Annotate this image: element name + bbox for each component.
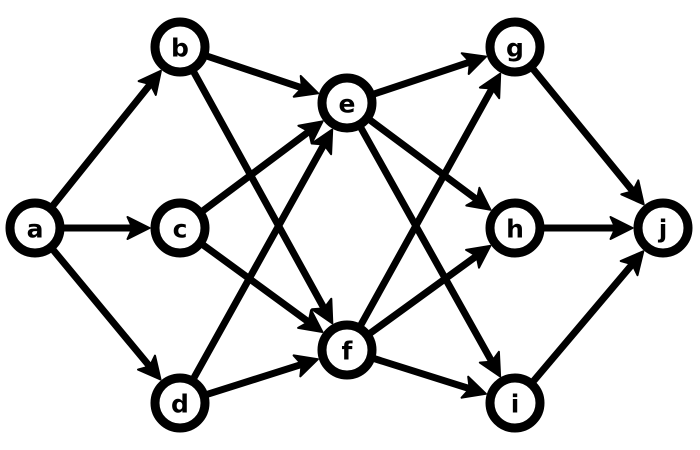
edge-e-g (371, 52, 488, 98)
edge-e-i (357, 125, 502, 378)
node-h: h (485, 198, 545, 258)
arrowhead-icon (619, 250, 645, 277)
arrowhead-icon (310, 128, 334, 156)
node-circle (485, 198, 545, 258)
node-label: j (658, 215, 668, 244)
edge-line (357, 125, 495, 365)
edge-line (367, 117, 480, 203)
node-label: c (173, 215, 188, 244)
edge-c-e (200, 120, 324, 214)
node-circle (150, 373, 210, 433)
edge-line (49, 81, 154, 209)
edge-a-b (49, 69, 162, 209)
edge-line (204, 52, 305, 92)
edge-f-g (357, 72, 502, 328)
node-circle (633, 198, 693, 258)
edge-line (200, 128, 312, 214)
edge-g-j (530, 66, 645, 206)
arrowhead-icon (460, 375, 487, 399)
edge-line (190, 141, 327, 381)
node-j: j (633, 198, 693, 258)
edge-b-e (204, 52, 320, 98)
edge-line (50, 247, 153, 370)
node-g: g (485, 17, 545, 77)
edge-line (357, 85, 495, 328)
edge-i-j (530, 250, 645, 384)
node-circle (485, 17, 545, 77)
nodes-layer: a b c d e f g h i j (5, 17, 693, 433)
node-circle (5, 198, 65, 258)
node-circle (150, 198, 210, 258)
edge-line (371, 58, 473, 98)
node-label: b (171, 34, 189, 63)
arrowhead-icon (609, 216, 634, 240)
node-b: b (150, 17, 210, 77)
node-d: d (150, 373, 210, 433)
edge-a-d (50, 247, 162, 381)
arrowhead-icon (465, 186, 492, 211)
node-circle (317, 320, 377, 380)
edge-line (530, 261, 636, 384)
edge-b-f (190, 69, 334, 325)
edge-d-e (190, 128, 334, 381)
arrowhead-icon (478, 72, 502, 100)
arrowhead-icon (465, 244, 492, 269)
node-a: a (5, 198, 65, 258)
node-e: e (317, 73, 377, 133)
edge-f-i (371, 355, 487, 399)
edge-line (371, 355, 473, 392)
node-label: i (511, 390, 520, 419)
arrowhead-icon (137, 69, 162, 96)
arrowhead-icon (297, 120, 324, 145)
node-label: d (171, 390, 189, 419)
node-circle (317, 73, 377, 133)
edge-a-c (61, 216, 151, 240)
node-f: f (317, 320, 377, 380)
edge-line (204, 361, 305, 398)
edge-e-h (367, 117, 492, 211)
edge-h-j (541, 216, 634, 240)
edge-line (530, 66, 636, 194)
node-label: e (339, 90, 356, 119)
edges-layer (49, 52, 645, 399)
node-label: g (506, 34, 524, 63)
arrowhead-icon (460, 52, 488, 75)
node-label: h (506, 215, 524, 244)
arrowhead-icon (311, 297, 334, 325)
arrowhead-icon (292, 74, 320, 98)
node-circle (150, 17, 210, 77)
arrowhead-icon (137, 354, 162, 381)
arrowhead-icon (478, 350, 502, 378)
edge-d-f (204, 354, 319, 398)
edge-line (190, 69, 328, 311)
arrowhead-icon (620, 179, 645, 206)
node-circle (485, 373, 545, 433)
node-i: i (485, 373, 545, 433)
edge-line (200, 241, 312, 325)
edge-line (367, 253, 480, 337)
arrowhead-icon (297, 309, 324, 333)
node-label: f (342, 337, 354, 366)
node-label: a (27, 215, 44, 244)
arrowhead-icon (292, 354, 319, 378)
edge-f-h (367, 244, 492, 337)
node-c: c (150, 198, 210, 258)
arrowhead-icon (126, 216, 151, 240)
edge-c-f (200, 241, 324, 333)
